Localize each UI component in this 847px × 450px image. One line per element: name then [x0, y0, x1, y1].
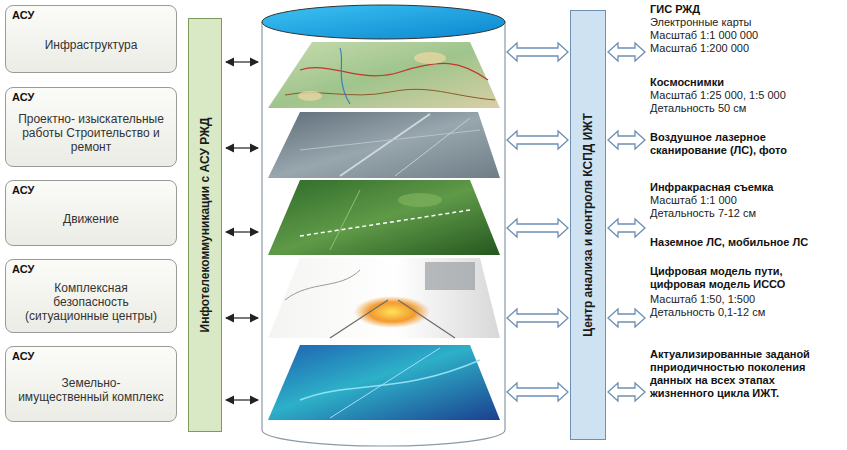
- system-box: АСУ Комплексная безопасность (ситуационны…: [5, 259, 177, 333]
- box-heading: АСУ: [12, 9, 34, 22]
- layer-detail: Детальность 7-12 см: [650, 207, 756, 220]
- cylinder-body: [262, 22, 505, 446]
- layer-heading: Актуализированные заданой пнриодичностью…: [650, 348, 835, 400]
- layer-detail: Детальность 50 см: [650, 102, 746, 115]
- layer-detail: Масштаб 1:1 000: [650, 194, 737, 207]
- box-heading: АСУ: [12, 184, 34, 197]
- layer-heading: Наземное ЛС, мобильное ЛС: [650, 236, 808, 249]
- layer-heading: Цифровая модель пути, цифровая модель ИС…: [650, 265, 800, 291]
- vertical-band: Инфотелекоммуникации с АСУ РЖД: [188, 18, 222, 432]
- map-layer: [268, 42, 500, 108]
- cylinder-top: [262, 5, 505, 39]
- layer-detail: Детальность 0,1-12 см: [650, 306, 765, 319]
- vertical-band: Центр анализа и контроля КСПД ИЖТ: [570, 10, 606, 440]
- layer-heading: Космоснимки: [650, 76, 724, 89]
- system-box: АСУ Проектно- изыскательные работы Строит…: [5, 87, 177, 167]
- box-heading: АСУ: [12, 350, 34, 363]
- layer-detail: Электронные карты: [650, 16, 752, 29]
- box-heading: АСУ: [12, 91, 34, 104]
- band-title: Центр анализа и контроля КСПД ИЖТ: [581, 113, 595, 337]
- box-text: Комплексная безопасность (ситуационные ц…: [16, 281, 166, 323]
- box-text: Движение: [16, 212, 166, 226]
- system-box: АСУ Движение: [5, 180, 177, 246]
- box-text: Инфраструктура: [16, 38, 166, 52]
- box-text: Земельно- имущественный комплекс: [16, 376, 166, 404]
- laser-scan-layer: [268, 180, 500, 255]
- layer-detail: Масштаб 1:50, 1:500: [650, 293, 755, 306]
- box-heading: АСУ: [12, 263, 34, 276]
- box-text: Проектно- изыскательные работы Строитель…: [16, 112, 166, 154]
- layer-detail: Масштаб 1:200 000: [650, 42, 749, 55]
- track-model-layer: [268, 258, 500, 338]
- layer-detail: Масштаб 1:1 000 000: [650, 29, 758, 42]
- link-arrows: [226, 62, 258, 400]
- system-box: АСУ Земельно- имущественный комплекс: [5, 346, 177, 422]
- system-box: АСУ Инфраструктура: [5, 5, 177, 73]
- data-layer: [268, 345, 500, 420]
- layer-heading: Воздушное лазерное сканирование (ЛС), фо…: [650, 131, 800, 157]
- layer-detail: Масштаб 1:25 000, 1:5 000: [650, 89, 786, 102]
- layer-heading: Инфракрасная съемка: [650, 181, 773, 194]
- layer-heading: ГИС РЖД: [650, 3, 700, 16]
- satellite-layer: [268, 112, 500, 178]
- band-title: Инфотелекоммуникации с АСУ РЖД: [198, 118, 212, 333]
